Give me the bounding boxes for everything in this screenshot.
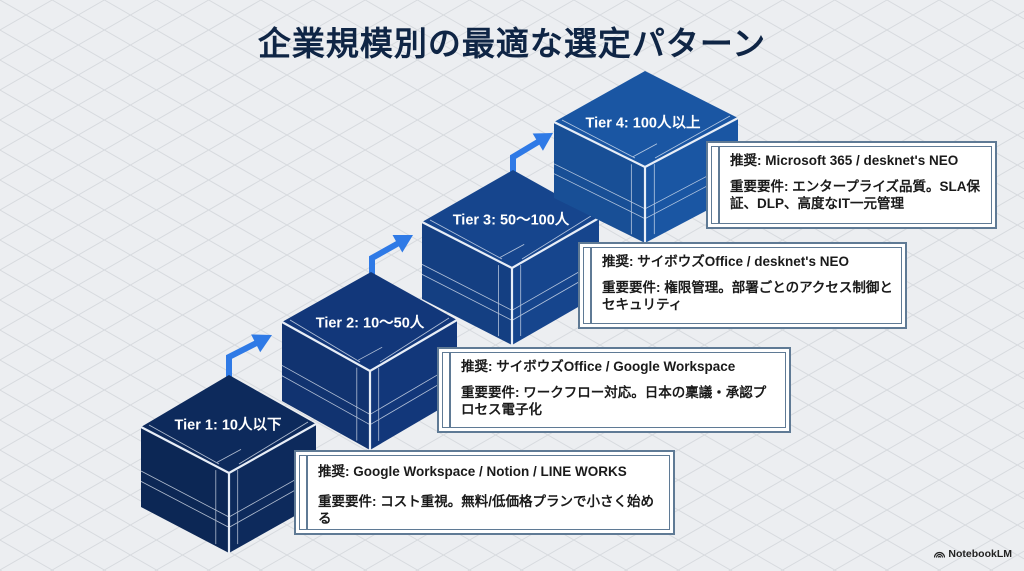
cube-band-line — [281, 373, 458, 426]
tier-4-label: Tier 4: 100人以上 — [585, 115, 701, 132]
grid-line — [782, 0, 1024, 140]
grid-line — [937, 520, 1024, 571]
cube-band-line — [421, 270, 600, 321]
cube-band-line — [140, 467, 317, 518]
cube-left-face — [141, 427, 229, 553]
grid-line — [0, 449, 211, 571]
cube-edges — [421, 217, 600, 345]
cube-dimension-line — [654, 115, 731, 159]
cube-detail-lines — [553, 115, 739, 235]
tier-1-requirement: 重要要件: コスト重視。無料/低価格プランで小さく始める — [318, 494, 654, 526]
arrow-head — [392, 235, 413, 253]
tier-1-card: 推奨: Google Workspace / Notion / LINE WOR… — [294, 450, 675, 535]
grid-line — [0, 0, 679, 391]
tier-2-cube — [281, 272, 458, 450]
grid-line — [676, 370, 1024, 571]
tier-3-requirement: 重要要件: 権限管理。部署ごとのアクセス制御とセキュリティ — [602, 280, 893, 312]
card-rule — [449, 352, 451, 428]
grid-line — [730, 0, 1024, 170]
tier-2-card: 推奨: サイボウズOffice / Google Workspace 重要要件:… — [437, 347, 791, 433]
grid-line — [0, 0, 262, 151]
tier-3-recommendation: 推奨: サイボウズOffice / desknet's NEO — [602, 254, 850, 269]
grid-line — [0, 0, 627, 361]
grid-line — [208, 0, 1024, 470]
card-inner-border — [442, 352, 786, 428]
tier-1-label: Tier 1: 10人以下 — [174, 417, 282, 434]
cube-dimension-line — [238, 421, 309, 465]
cube-dimension-line — [429, 219, 503, 260]
grid-line — [0, 0, 366, 211]
grid-line — [0, 0, 209, 121]
cube-tick-line — [499, 244, 525, 258]
grid-line — [938, 0, 1024, 50]
card-rule — [718, 146, 720, 224]
card-inner-border — [711, 146, 992, 224]
cube-band-line — [421, 260, 600, 311]
grid-line — [0, 0, 731, 421]
cube-right-face — [512, 218, 599, 345]
cube-detail-lines — [281, 317, 458, 441]
cube-left-face — [554, 122, 645, 243]
tier-4-recommendation: 推奨: Microsoft 365 / desknet's NEO — [730, 153, 959, 168]
grid-line — [0, 0, 53, 31]
grid-line — [0, 0, 157, 91]
cube-edges — [553, 117, 739, 243]
grid-line — [0, 0, 105, 61]
cube-right-face — [370, 320, 457, 450]
notebooklm-logo-icon — [934, 551, 946, 558]
cube-left-face — [282, 322, 370, 450]
tier-1-recommendation: 推奨: Google Workspace / Notion / LINE WOR… — [318, 464, 627, 479]
cube-left-face — [422, 222, 512, 345]
page-title: 企業規模別の最適な選定パターン — [257, 24, 767, 63]
card-rule — [590, 247, 592, 324]
grid-line — [884, 490, 1024, 571]
grid-line — [886, 0, 1024, 80]
cube-tick-line — [632, 143, 658, 158]
grid-line — [832, 460, 1024, 571]
grid-line — [991, 0, 1024, 20]
grid-line — [0, 509, 107, 571]
cube-top-face — [554, 71, 738, 167]
card-inner-border — [583, 247, 902, 324]
cube-tick-line — [216, 449, 242, 463]
tier-3-card: 推奨: サイボウズOffice / desknet's NEO 重要要件: 権限… — [578, 242, 907, 329]
arrow-head — [251, 334, 272, 353]
cube-tick-line — [357, 346, 383, 361]
grid-line — [0, 539, 55, 571]
grid-line — [0, 0, 470, 271]
cube-band-line — [140, 478, 317, 528]
cube-dimension-line — [289, 319, 361, 363]
cube-dimension-line — [148, 424, 220, 465]
tier-4-requirement: 重要要件: エンタープライズ品質。SLA保証、DLP、高度なIT一元管理 — [730, 179, 981, 211]
grid-line — [728, 400, 1024, 571]
cube-edges — [140, 423, 317, 553]
cube-band-line — [281, 363, 458, 415]
branding-name: NotebookLM — [948, 548, 1012, 560]
grid-line — [989, 550, 1024, 571]
card-inner-border — [299, 455, 670, 530]
tier-2-label: Tier 2: 10〜50人 — [315, 315, 425, 332]
grid-line — [0, 0, 418, 241]
cube-dimension-line — [379, 317, 450, 363]
tier-2-requirement: 重要要件: ワークフロー対応。日本の稟議・承認プロセス電子化 — [461, 385, 767, 417]
tier-2-recommendation: 推奨: サイボウズOffice / Google Workspace — [461, 359, 736, 374]
cube-edges — [281, 319, 458, 450]
grid-line — [0, 0, 314, 181]
grid-line — [780, 430, 1024, 571]
card-rule — [306, 455, 308, 530]
grid-line — [834, 0, 1024, 110]
cube-dimension-line — [521, 215, 592, 260]
notebooklm-branding: NotebookLM — [934, 548, 1012, 560]
grid-line — [0, 0, 522, 301]
grid-line — [624, 340, 1024, 571]
grid-line — [0, 0, 836, 481]
grid-line — [0, 0, 575, 331]
tier-3-label: Tier 3: 50〜100人 — [452, 212, 570, 229]
cube-detail-lines — [140, 421, 317, 545]
cube-dimension-line — [561, 119, 636, 159]
tier-4-card: 推奨: Microsoft 365 / desknet's NEO 重要要件: … — [706, 141, 997, 229]
cube-detail-lines — [421, 215, 600, 337]
arrow-head — [532, 133, 553, 151]
